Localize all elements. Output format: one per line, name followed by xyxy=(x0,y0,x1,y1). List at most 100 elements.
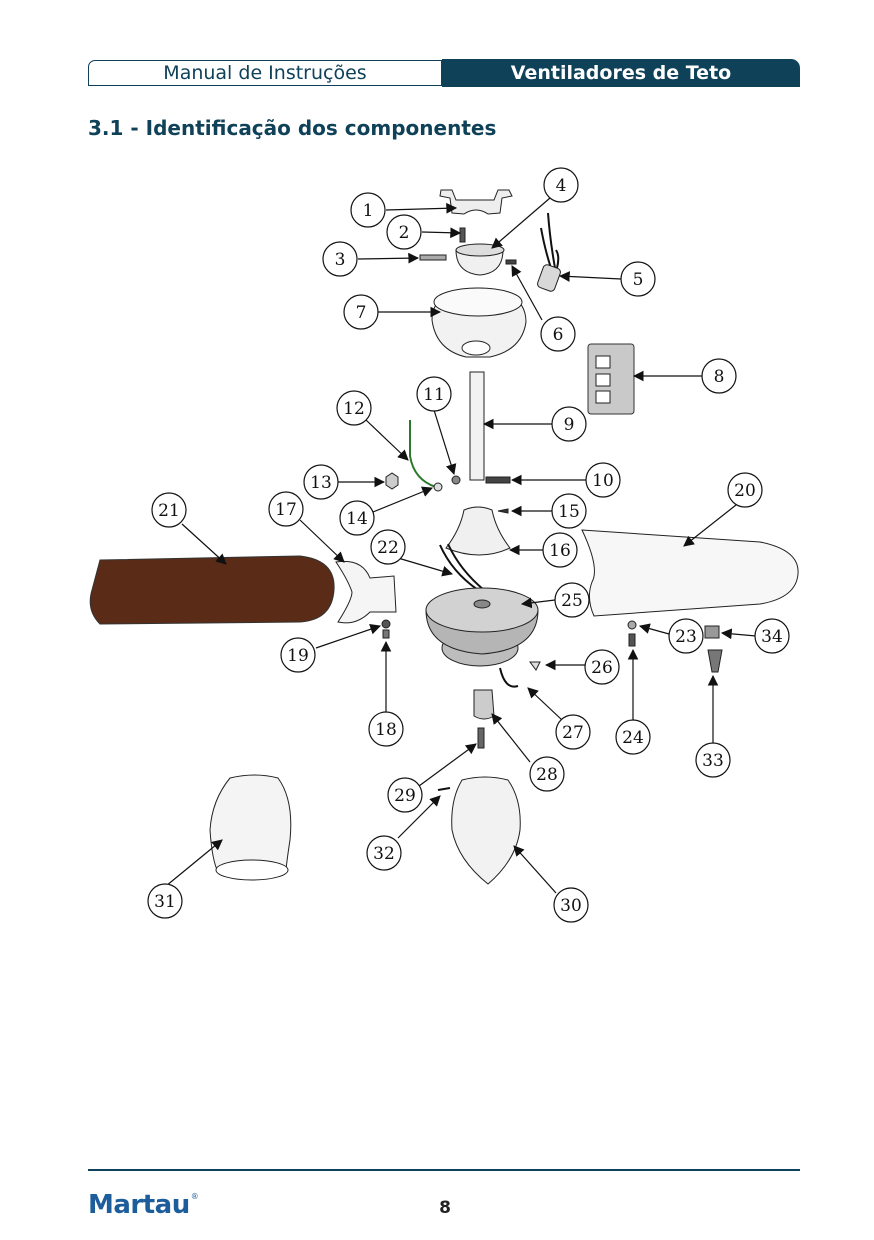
svg-text:1: 1 xyxy=(363,201,374,221)
callout-28: 28 xyxy=(529,756,565,792)
svg-text:22: 22 xyxy=(377,538,399,558)
footer-divider xyxy=(88,1169,800,1171)
callout-16: 16 xyxy=(542,532,578,568)
switch-housing-part xyxy=(473,689,495,720)
callout-23: 23 xyxy=(668,618,704,654)
callout-17: 17 xyxy=(268,491,304,527)
callout-14: 14 xyxy=(339,500,375,536)
light-blade-part xyxy=(581,529,799,617)
svg-text:9: 9 xyxy=(564,415,575,435)
svg-text:23: 23 xyxy=(675,627,697,647)
set-screw-part xyxy=(497,508,509,514)
section-title: 3.1 - Identificação dos componentes xyxy=(88,116,497,140)
switch-screw-part xyxy=(529,661,541,671)
closed-globe-part xyxy=(451,776,521,885)
callout-22: 22 xyxy=(370,529,406,565)
svg-text:29: 29 xyxy=(394,786,416,806)
svg-text:27: 27 xyxy=(562,723,584,743)
callout-2: 2 xyxy=(386,214,422,250)
wire-cap-part xyxy=(704,625,720,639)
page-number: 8 xyxy=(439,1198,451,1218)
ground-wire-part xyxy=(409,420,437,488)
hanger-screw-part xyxy=(505,259,517,265)
mounting-bracket-part xyxy=(439,189,513,215)
callout-4: 4 xyxy=(543,167,579,203)
svg-text:21: 21 xyxy=(158,501,180,521)
callout-18: 18 xyxy=(368,711,404,747)
callout-5: 5 xyxy=(620,261,656,297)
svg-text:8: 8 xyxy=(714,367,725,387)
svg-text:12: 12 xyxy=(343,399,365,419)
callout-11: 11 xyxy=(416,376,452,412)
svg-text:15: 15 xyxy=(558,502,580,522)
svg-text:18: 18 xyxy=(375,720,397,740)
callout-12: 12 xyxy=(336,390,372,426)
callout-26: 26 xyxy=(584,649,620,685)
bracket-washer-part xyxy=(381,619,391,629)
svg-text:24: 24 xyxy=(622,728,644,748)
globe-set-screw-part xyxy=(437,787,451,791)
svg-text:2: 2 xyxy=(399,223,410,243)
svg-text:13: 13 xyxy=(310,473,332,493)
ball-hanger-part xyxy=(455,249,504,276)
svg-text:28: 28 xyxy=(536,765,558,785)
wall-control-part xyxy=(587,343,635,415)
callout-19: 19 xyxy=(280,637,316,673)
svg-text:14: 14 xyxy=(346,509,368,529)
svg-text:19: 19 xyxy=(287,646,309,666)
downrod-bolt-part xyxy=(485,476,511,484)
svg-text:10: 10 xyxy=(592,471,614,491)
callout-10: 10 xyxy=(585,462,621,498)
svg-text:26: 26 xyxy=(591,658,613,678)
wire-connector-part xyxy=(707,649,723,673)
blade-bracket-part xyxy=(335,560,397,624)
callout-33: 33 xyxy=(695,742,731,778)
svg-text:7: 7 xyxy=(356,303,367,323)
callout-32: 32 xyxy=(366,835,402,871)
canopy-pin-part xyxy=(419,254,447,261)
svg-text:11: 11 xyxy=(423,385,445,405)
motor-cover-part xyxy=(445,506,511,556)
callout-20: 20 xyxy=(727,472,763,508)
bracket-screw-part xyxy=(459,227,466,243)
svg-text:31: 31 xyxy=(154,892,176,912)
svg-text:17: 17 xyxy=(275,500,297,520)
svg-text:32: 32 xyxy=(373,844,395,864)
callout-15: 15 xyxy=(551,493,587,529)
header-manual-title: Manual de Instruções xyxy=(88,60,442,86)
callout-24: 24 xyxy=(615,719,651,755)
brand-logo: Martau® xyxy=(88,1190,199,1220)
svg-text:30: 30 xyxy=(560,896,582,916)
capacitor-part xyxy=(537,212,561,292)
callout-6: 6 xyxy=(540,316,576,352)
globe-screw-part xyxy=(477,727,485,749)
light-kit-washer-part xyxy=(627,620,637,630)
svg-text:20: 20 xyxy=(734,481,756,501)
switch-wire-part xyxy=(499,667,519,688)
callout-30: 30 xyxy=(553,887,589,923)
callout-1: 1 xyxy=(350,192,386,228)
downrod-part xyxy=(469,371,485,481)
motor-wires-part xyxy=(439,543,485,591)
svg-text:4: 4 xyxy=(556,176,567,196)
open-globe-part xyxy=(209,774,292,881)
callout-34: 34 xyxy=(754,618,790,654)
motor-part xyxy=(425,587,539,667)
callout-21: 21 xyxy=(151,492,187,528)
light-kit-screw-part xyxy=(628,633,636,647)
callout-8: 8 xyxy=(701,358,737,394)
callout-9: 9 xyxy=(551,406,587,442)
hitch-pin-part xyxy=(451,475,461,485)
svg-text:6: 6 xyxy=(553,325,564,345)
svg-text:25: 25 xyxy=(561,591,583,611)
svg-text:34: 34 xyxy=(761,627,783,647)
bracket-screw-2-part xyxy=(382,629,390,639)
canopy-part xyxy=(431,287,527,358)
callout-7: 7 xyxy=(343,294,379,330)
callout-13: 13 xyxy=(303,464,339,500)
callout-27: 27 xyxy=(555,714,591,750)
callout-3: 3 xyxy=(322,241,358,277)
svg-text:5: 5 xyxy=(633,270,644,290)
callout-31: 31 xyxy=(147,883,183,919)
callout-25: 25 xyxy=(554,582,590,618)
